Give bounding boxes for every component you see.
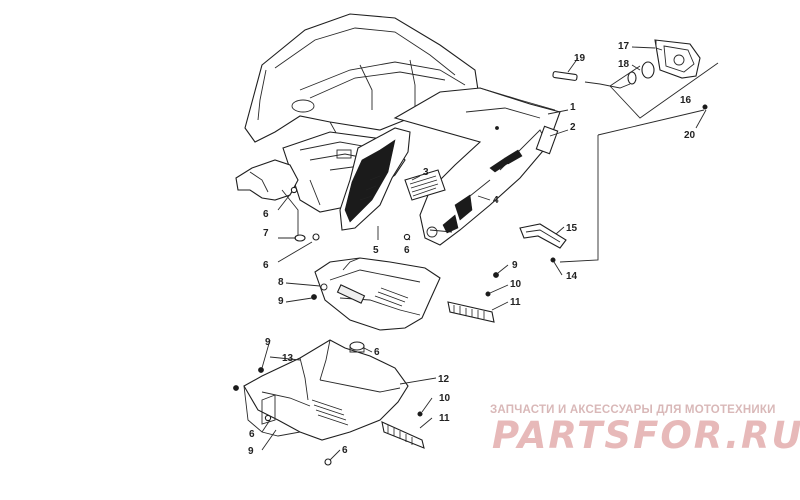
lamp-assembly [552, 39, 701, 89]
callout-17: 17 [618, 41, 630, 52]
callout-6-f: 6 [342, 445, 348, 456]
bracket-15 [519, 223, 567, 249]
callout-numbers: 1 2 3 4 5 6 6 6 6 6 6 7 8 9 9 9 9 10 10 … [248, 41, 696, 457]
callout-6-a: 6 [263, 209, 269, 220]
left-footwell [314, 257, 441, 331]
callout-10-b: 10 [439, 393, 451, 404]
callout-19: 19 [574, 53, 586, 64]
decal-3-warning-label [404, 169, 446, 201]
callout-20: 20 [684, 130, 696, 141]
callout-1: 1 [570, 102, 576, 113]
callout-9-b: 9 [278, 296, 284, 307]
left-side-bracket [235, 159, 299, 235]
grommet-6-lower [349, 341, 365, 353]
callout-6-e: 6 [249, 429, 255, 440]
watermark-tagline: ЗАПЧАСТИ И АКСЕССУАРЫ ДЛЯ МОТОТЕХНИКИ [490, 404, 776, 416]
callout-3: 3 [423, 167, 429, 178]
callout-12: 12 [438, 374, 450, 385]
footrest-11-lower [381, 421, 425, 449]
callout-13: 13 [282, 353, 294, 364]
callout-16: 16 [680, 95, 692, 106]
callout-9-d: 9 [248, 446, 254, 457]
callout-9-c: 9 [265, 337, 271, 348]
callout-7: 7 [263, 228, 269, 239]
callout-8: 8 [278, 277, 284, 288]
lower-footwell-assembly [243, 339, 409, 441]
callout-11-a: 11 [510, 297, 521, 308]
decal-5 [339, 127, 411, 231]
callout-6-d: 6 [374, 347, 380, 358]
callout-5: 5 [373, 245, 379, 256]
footrest-11-upper [447, 301, 495, 323]
callout-4: 4 [493, 195, 499, 206]
callout-10-a: 10 [510, 279, 522, 290]
leader-lines [261, 46, 719, 461]
callout-18: 18 [618, 59, 630, 70]
callout-2: 2 [570, 122, 576, 133]
watermark-logo: PARTSFOR.RU [492, 414, 800, 457]
fasteners [233, 104, 708, 466]
callout-15: 15 [566, 223, 578, 234]
callout-9-a: 9 [512, 260, 518, 271]
callout-6-b: 6 [263, 260, 269, 271]
callout-6-c: 6 [404, 245, 410, 256]
right-fender-panel [393, 87, 561, 246]
callout-11-b: 11 [439, 413, 450, 424]
callout-14: 14 [566, 271, 578, 282]
